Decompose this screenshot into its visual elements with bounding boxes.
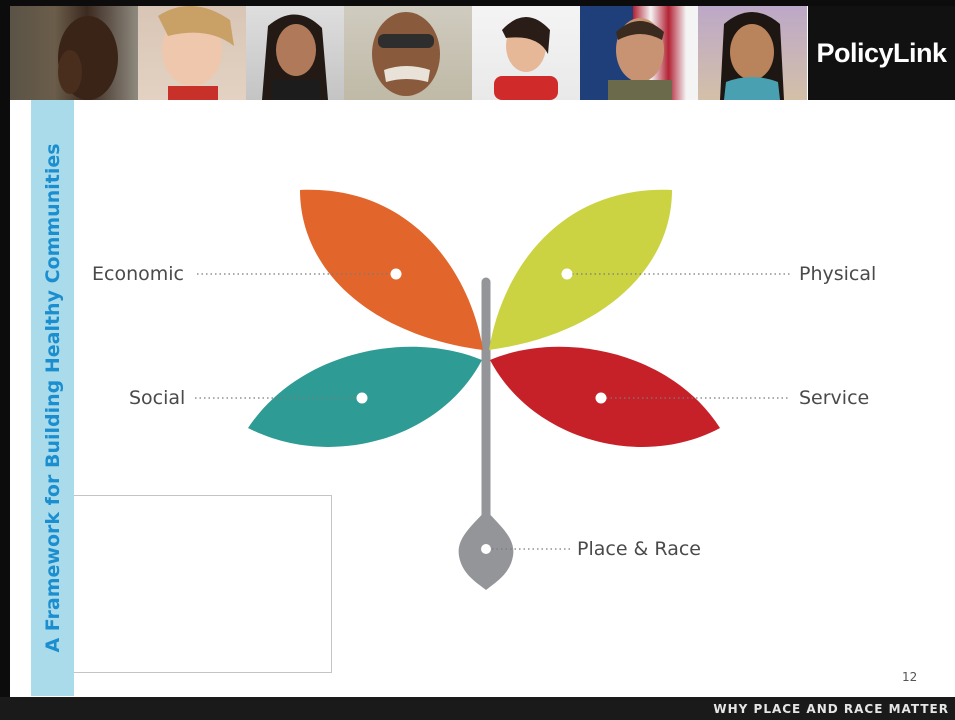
label-physical: Physical [799,263,877,285]
sidebar-banner: A Framework for Building Healthy Communi… [31,100,74,696]
label-economic: Economic [92,263,184,285]
dot-economic [390,268,402,280]
page-number: 12 [902,670,918,684]
dot-service [595,392,607,404]
footer-tagline: WHY PLACE AND RACE MATTER [713,702,949,716]
photo-portrait-1 [10,6,138,100]
dot-physical [561,268,573,280]
policylink-logo: PolicyLink [808,6,955,100]
label-social: Social [129,387,186,409]
label-service: Service [799,387,870,409]
photo-portrait-3 [246,6,344,100]
dot-root [481,544,491,554]
photo-portrait-7 [698,6,807,100]
empty-content-box [74,495,332,673]
photo-portrait-6 [580,6,698,100]
photo-strip [10,6,955,100]
footer-bar: WHY PLACE AND RACE MATTER [0,697,955,720]
left-frame-bar [0,0,10,720]
leaf-physical [489,189,672,350]
photo-portrait-5 [472,6,580,100]
leaf-economic [300,189,483,350]
logo-text: PolicyLink [816,37,947,68]
dot-social [356,392,368,404]
top-frame-bar [0,0,955,6]
photo-portrait-4 [344,6,472,100]
photo-portrait-2 [138,6,246,100]
label-place-race: Place & Race [577,538,701,560]
